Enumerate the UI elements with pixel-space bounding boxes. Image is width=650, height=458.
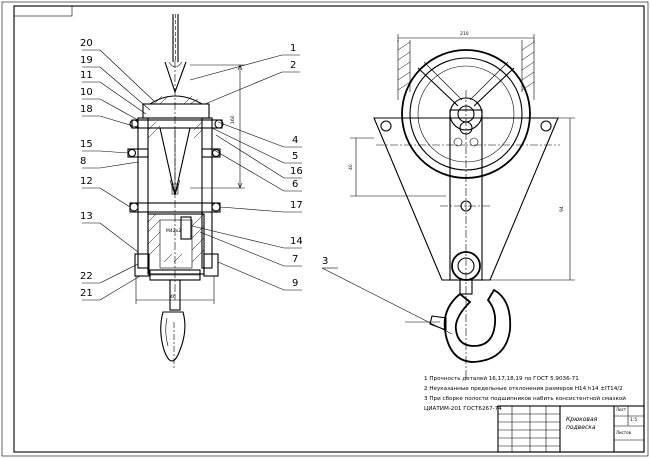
thread-dim: M42x2 [166,228,181,234]
title-scale: 1:5 [630,418,638,423]
leaders-left [82,49,156,301]
left-side-plate [137,117,149,269]
callout-left: 19 [80,55,93,66]
side-view: M42x2 160 46 [127,14,245,368]
callout-left: 12 [80,176,93,187]
inner-frame [13,5,645,453]
note-line: ЦИАТИМ-201 ГОСТ6267-74 [424,406,502,412]
hook [443,288,512,363]
title-block [497,405,645,453]
title-name: Крюковая подвеска [566,416,597,432]
right-side-plate [201,117,213,269]
hook-height-dim: 40 [348,164,354,170]
callout-hook: 3 [322,256,329,267]
callout-left: 13 [80,211,93,222]
callout-right: 1 [290,43,297,54]
callout-right: 4 [292,135,299,146]
note-line: 2 Неуказанные предельные отклонения разм… [424,386,623,392]
callout-right: 9 [292,278,299,289]
callout-right: 2 [290,60,297,71]
title-sheet: Лист [616,407,627,412]
body-height-dim: 94 [559,206,565,212]
callout-left: 10 [80,87,93,98]
bearing-housing [147,213,205,275]
side-height-dim: 160 [230,115,236,124]
note-line: 3 При сборке полости подшипников набить … [424,396,626,402]
callout-right: 17 [290,200,303,211]
callout-right: 5 [292,151,299,162]
callout-right: 6 [292,179,299,190]
technical-notes: 1 Прочность деталей 16,17,18,19 по ГОСТ … [424,374,644,414]
callout-left: 18 [80,104,93,115]
note-line: 1 Прочность деталей 16,17,18,19 по ГОСТ … [424,376,579,382]
traverse [142,103,210,119]
top-stamp-box [13,5,73,17]
title-sheets: Листов [616,430,631,435]
callout-left: 15 [80,139,93,150]
leaders-right [189,54,302,291]
top-width-dim: 210 [460,31,469,37]
callout-right: 7 [292,254,299,265]
bottom-width-dim: 46 [170,294,176,300]
title-line-2: подвеска [566,424,596,431]
title-line-1: Крюковая [566,416,598,423]
callout-right: 16 [290,166,303,177]
callout-left: 22 [80,271,93,282]
callout-right: 14 [290,236,303,247]
callout-left: 20 [80,38,93,49]
front-view: 210 94 [321,31,575,380]
callout-left: 21 [80,288,93,299]
callout-left: 11 [80,70,93,81]
callout-left: 8 [80,156,87,167]
